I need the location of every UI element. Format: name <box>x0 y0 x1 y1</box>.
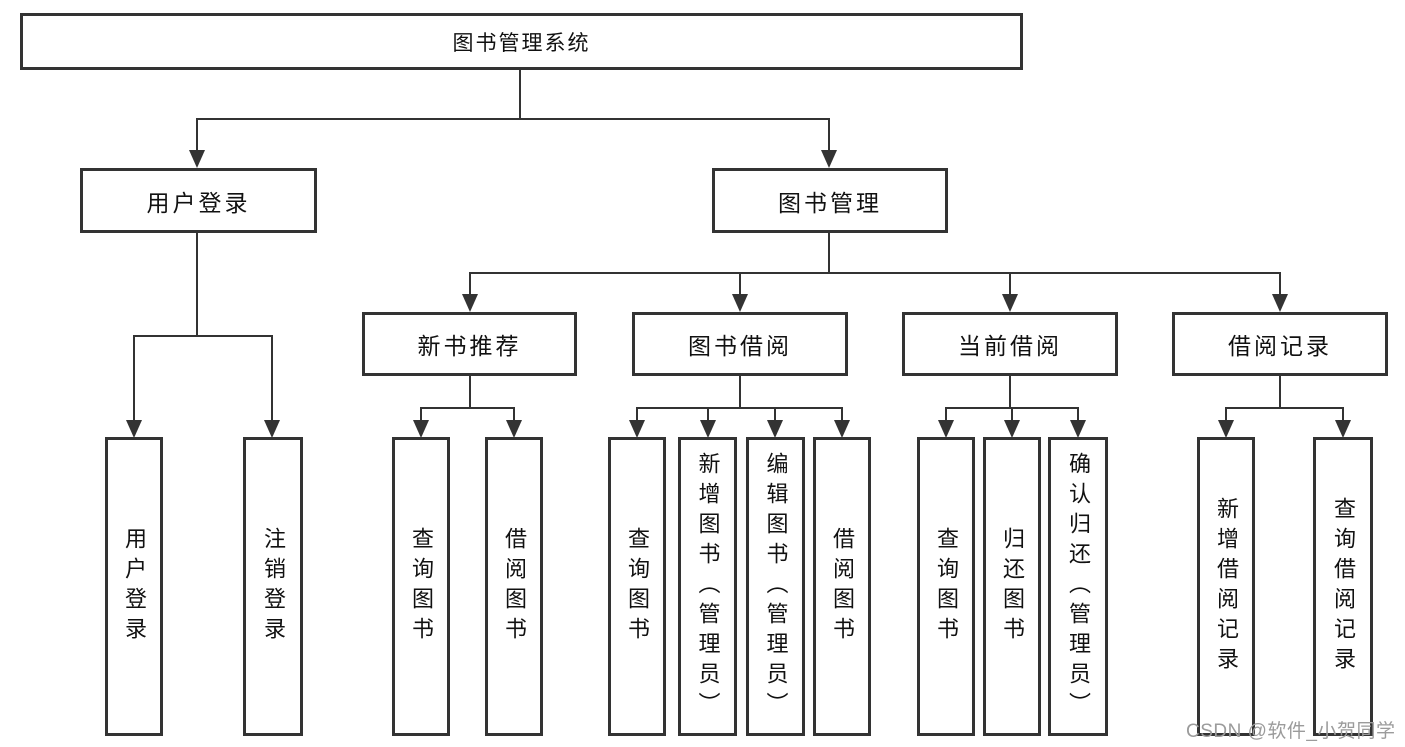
connector-group2-stem <box>739 376 741 407</box>
leaf-return-book: 归还图书 <box>983 437 1041 736</box>
node-borrow-records: 借阅记录 <box>1172 312 1388 376</box>
connector-group-drop <box>1009 272 1011 296</box>
arrowhead-icon <box>938 420 954 438</box>
connector-group3-stem <box>1009 376 1011 407</box>
connector-group-drop <box>469 272 471 296</box>
leaf-query-books-borrow-label: 查询图书 <box>625 526 650 647</box>
connector-group-drop <box>1279 272 1281 296</box>
leaf-query-books-current: 查询图书 <box>917 437 975 736</box>
connector-leaf-drop <box>636 407 638 421</box>
node-current-borrow-label: 当前借阅 <box>958 333 1062 359</box>
leaf-logout-label: 注销登录 <box>261 526 286 647</box>
leaf-borrow-books: 借阅图书 <box>813 437 871 736</box>
leaf-edit-book-admin-label: 编辑图书（管理员） <box>763 451 789 722</box>
arrowhead-icon <box>1218 420 1234 438</box>
leaf-query-books-recommend-label: 查询图书 <box>409 526 434 647</box>
leaf-edit-book-admin: 编辑图书（管理员） <box>746 437 805 736</box>
arrowhead-icon <box>189 150 205 168</box>
leaf-add-book-admin-label: 新增图书（管理员） <box>695 451 721 722</box>
leaf-borrow-books-label: 借阅图书 <box>830 526 855 647</box>
node-root: 图书管理系统 <box>20 13 1023 70</box>
leaf-query-books-borrow: 查询图书 <box>608 437 666 736</box>
connector-root-stem <box>519 70 521 118</box>
node-borrow-records-label: 借阅记录 <box>1228 333 1332 359</box>
arrowhead-icon <box>834 420 850 438</box>
leaf-borrow-books-recommend-label: 借阅图书 <box>502 526 527 647</box>
arrowhead-icon <box>629 420 645 438</box>
leaf-user-login-label: 用户登录 <box>122 526 147 647</box>
leaf-confirm-return-admin-label: 确认归还（管理员） <box>1066 451 1091 722</box>
connector-group2-bus <box>636 407 843 409</box>
leaf-add-borrow-record-label: 新增借阅记录 <box>1214 496 1239 677</box>
connector-level3-bus <box>469 272 1281 274</box>
arrowhead-icon <box>264 420 280 438</box>
node-book-borrow-label: 图书借阅 <box>688 333 792 359</box>
connector-leaf-drop <box>841 407 843 421</box>
connector-group4-stem <box>1279 376 1281 407</box>
connector-leaf-drop <box>945 407 947 421</box>
connector-book-drop <box>828 118 830 152</box>
arrowhead-icon <box>767 420 783 438</box>
arrowhead-icon <box>462 294 478 312</box>
node-new-book-recommend-label: 新书推荐 <box>417 333 522 359</box>
connector-group-drop <box>739 272 741 296</box>
connector-leaf-drop <box>133 335 135 421</box>
connector-user-bus <box>133 335 273 337</box>
leaf-query-books-recommend: 查询图书 <box>392 437 450 736</box>
leaf-add-book-admin: 新增图书（管理员） <box>678 437 737 736</box>
node-user-login-branch-label: 用户登录 <box>146 189 251 216</box>
connector-user-stem <box>196 233 198 335</box>
node-book-borrow: 图书借阅 <box>632 312 848 376</box>
connector-book-stem <box>828 233 830 272</box>
leaf-borrow-books-recommend: 借阅图书 <box>485 437 543 736</box>
arrowhead-icon <box>1070 420 1086 438</box>
node-root-label: 图书管理系统 <box>452 31 591 55</box>
connector-group1-stem <box>469 376 471 407</box>
arrowhead-icon <box>506 420 522 438</box>
leaf-user-login: 用户登录 <box>105 437 163 736</box>
node-current-borrow: 当前借阅 <box>902 312 1118 376</box>
arrowhead-icon <box>700 420 716 438</box>
leaf-query-borrow-record-label: 查询借阅记录 <box>1331 496 1356 677</box>
connector-leaf-drop <box>271 335 273 421</box>
csdn-watermark: CSDN @软件_小贺同学 <box>1186 721 1396 742</box>
connector-leaf-drop <box>774 407 776 421</box>
connector-leaf-drop <box>420 407 422 421</box>
arrowhead-icon <box>413 420 429 438</box>
arrowhead-icon <box>1272 294 1288 312</box>
connector-level2-bus <box>196 118 830 120</box>
connector-leaf-drop <box>1077 407 1079 421</box>
connector-leaf-drop <box>707 407 709 421</box>
connector-group1-bus <box>420 407 515 409</box>
node-new-book-recommend: 新书推荐 <box>362 312 577 376</box>
connector-group4-bus <box>1225 407 1344 409</box>
connector-leaf-drop <box>1225 407 1227 421</box>
leaf-query-borrow-record: 查询借阅记录 <box>1313 437 1373 736</box>
arrowhead-icon <box>821 150 837 168</box>
arrowhead-icon <box>126 420 142 438</box>
leaf-query-books-current-label: 查询图书 <box>934 526 959 647</box>
connector-leaf-drop <box>1342 407 1344 421</box>
leaf-confirm-return-admin: 确认归还（管理员） <box>1048 437 1108 736</box>
node-book-management-branch: 图书管理 <box>712 168 948 233</box>
arrowhead-icon <box>1002 294 1018 312</box>
leaf-logout: 注销登录 <box>243 437 303 736</box>
arrowhead-icon <box>732 294 748 312</box>
node-user-login-branch: 用户登录 <box>80 168 317 233</box>
leaf-return-book-label: 归还图书 <box>1000 526 1025 647</box>
arrowhead-icon <box>1004 420 1020 438</box>
node-book-management-branch-label: 图书管理 <box>778 189 882 216</box>
connector-leaf-drop <box>513 407 515 421</box>
connector-user-drop <box>196 118 198 152</box>
leaf-add-borrow-record: 新增借阅记录 <box>1197 437 1255 736</box>
connector-leaf-drop <box>1011 407 1013 421</box>
arrowhead-icon <box>1335 420 1351 438</box>
